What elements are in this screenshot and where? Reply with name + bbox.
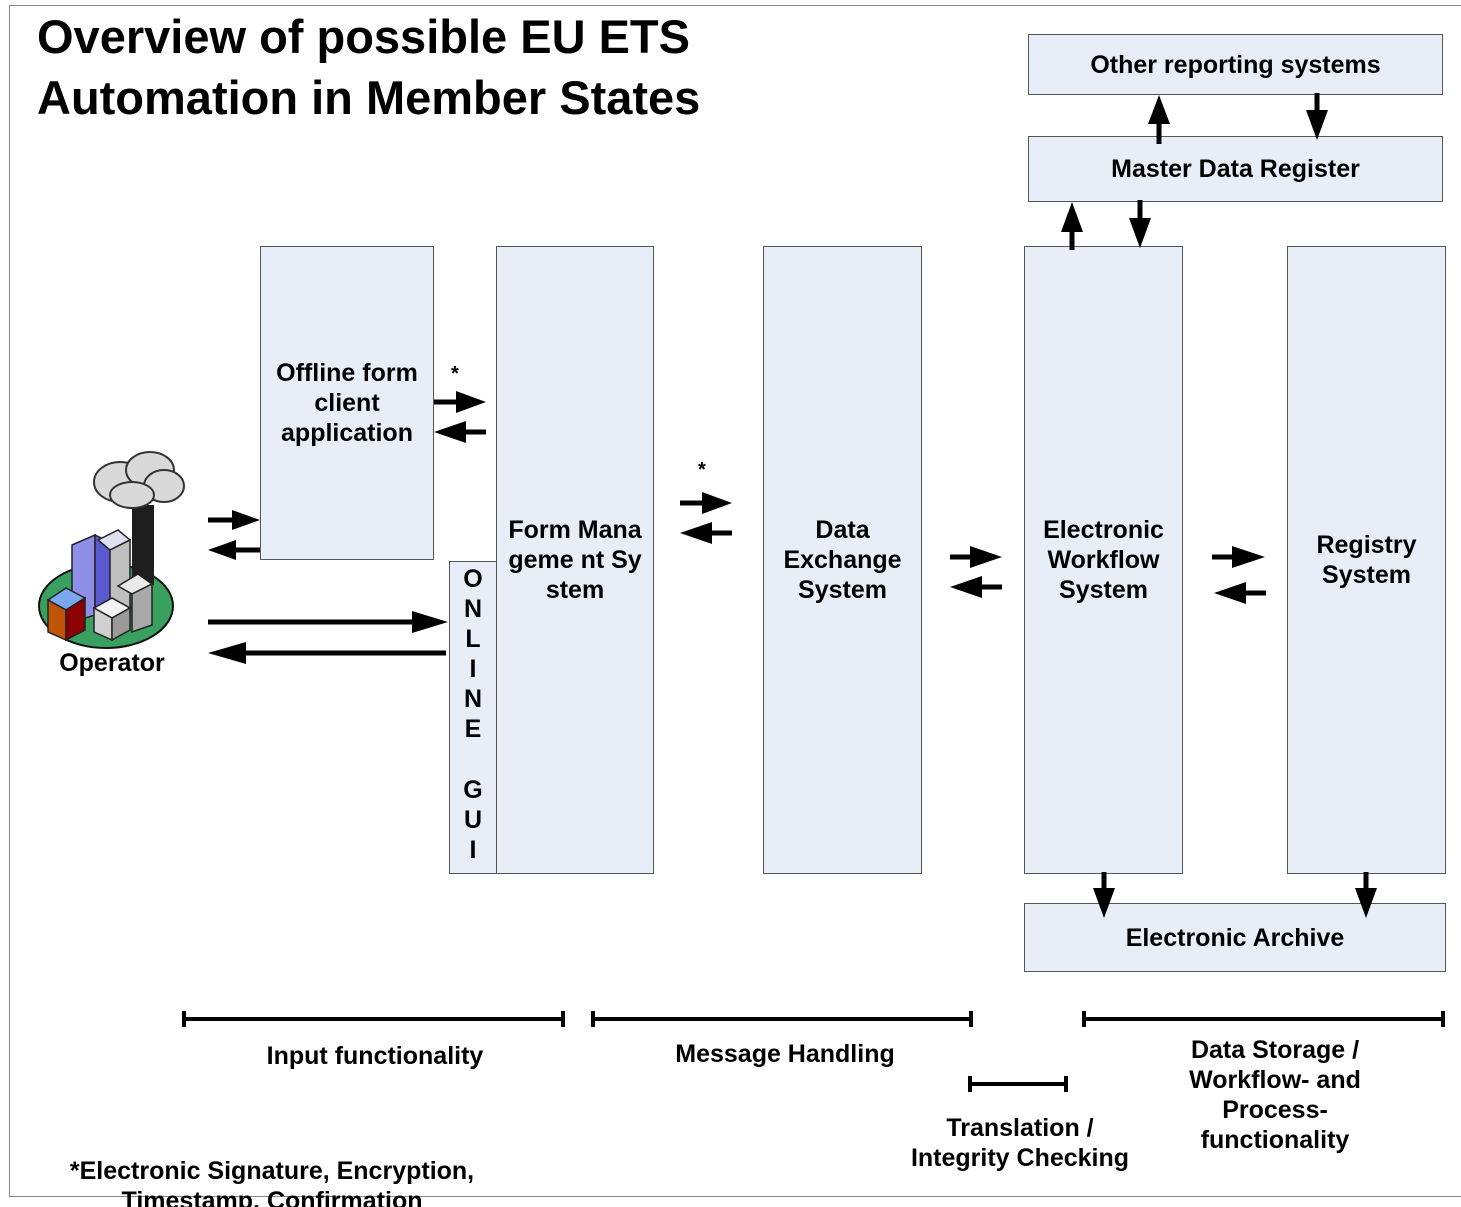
arrow-operator-to-online-gui (208, 611, 448, 633)
title-line-2: Automation in Member States (37, 71, 701, 124)
online-gui-letter: U (463, 806, 483, 834)
range-line-input (182, 1011, 565, 1027)
range-line-storage (1082, 1011, 1445, 1027)
online-gui-letter: I (469, 836, 477, 864)
box-online-gui (449, 561, 497, 874)
online-gui-letter: N (463, 685, 483, 713)
range-label-message: Message Handling (675, 1040, 895, 1068)
range-label-storage-line-3: Process- (1222, 1096, 1328, 1124)
online-gui-letter: G (463, 776, 483, 804)
arrow-registry-to-archive (1355, 872, 1377, 918)
arrow-operator-to-offline (208, 510, 260, 530)
diagram-frame (9, 5, 1461, 1197)
range-label-input: Input functionality (266, 1042, 484, 1070)
asterisk-offline: * (451, 363, 459, 385)
operator-factory-icon (38, 451, 185, 649)
box-form-management-system: Form Manageme nt System (496, 246, 654, 874)
arrow-master-to-workflow (1129, 200, 1151, 248)
range-label-storage: Data Storage / Workflow- and Process- fu… (1140, 1035, 1410, 1155)
online-gui-letter: N (463, 595, 483, 623)
arrow-workflow-to-archive (1093, 872, 1115, 918)
footnote-line-2: Timestamp, Confirmation (121, 1187, 423, 1207)
range-label-storage-line-4: functionality (1200, 1126, 1350, 1154)
arrow-form-mgmt-to-offline (434, 421, 486, 443)
page-title: Overview of possible EU ETS Automation i… (37, 6, 700, 128)
footnote: *Electronic Signature, Encryption, Times… (40, 1156, 504, 1207)
operator-label: Operator (59, 649, 165, 677)
footnote-line-1: *Electronic Signature, Encryption, (69, 1157, 475, 1185)
box-master-data-register: Master Data Register (1028, 136, 1443, 202)
box-electronic-archive: Electronic Archive (1024, 903, 1446, 972)
range-line-message (591, 1011, 973, 1027)
online-gui-letter: E (464, 715, 482, 743)
online-gui-letter: O (463, 565, 483, 593)
arrow-form-mgmt-to-data-exchange (680, 492, 732, 514)
arrow-workflow-to-data-exchange (950, 576, 1002, 598)
asterisk-form-exchange: * (698, 459, 706, 481)
range-label-storage-line-2: Workflow- and (1189, 1066, 1361, 1094)
arrow-registry-to-workflow (1214, 582, 1266, 604)
online-gui-letter: L (465, 625, 481, 653)
arrow-offline-to-operator (208, 540, 260, 560)
arrow-workflow-to-master (1061, 202, 1083, 250)
arrow-master-to-other-reporting (1148, 95, 1170, 144)
arrow-other-reporting-to-master (1306, 93, 1328, 140)
online-gui-letter: I (469, 655, 477, 683)
range-label-translation: Translation / Integrity Checking (880, 1113, 1160, 1173)
range-label-translation-line-1: Translation / (946, 1114, 1094, 1142)
range-line-translation (968, 1076, 1068, 1092)
arrow-data-exchange-to-form-mgmt (680, 522, 732, 544)
arrow-workflow-to-registry (1212, 546, 1265, 568)
box-other-reporting-systems: Other reporting systems (1028, 34, 1443, 95)
box-offline-form-client: Offline form client application (260, 246, 434, 560)
box-data-exchange-system: Data Exchange System (763, 246, 922, 874)
range-label-storage-line-1: Data Storage / (1190, 1036, 1360, 1064)
arrow-data-exchange-to-workflow (950, 546, 1002, 568)
box-electronic-workflow-system: Electronic Workflow System (1024, 246, 1183, 874)
range-label-translation-line-2: Integrity Checking (910, 1144, 1130, 1172)
title-line-1: Overview of possible EU ETS (37, 10, 690, 63)
arrow-online-gui-to-operator (208, 642, 446, 664)
box-registry-system: Registry System (1287, 246, 1446, 874)
arrow-offline-to-form-mgmt (434, 391, 486, 413)
